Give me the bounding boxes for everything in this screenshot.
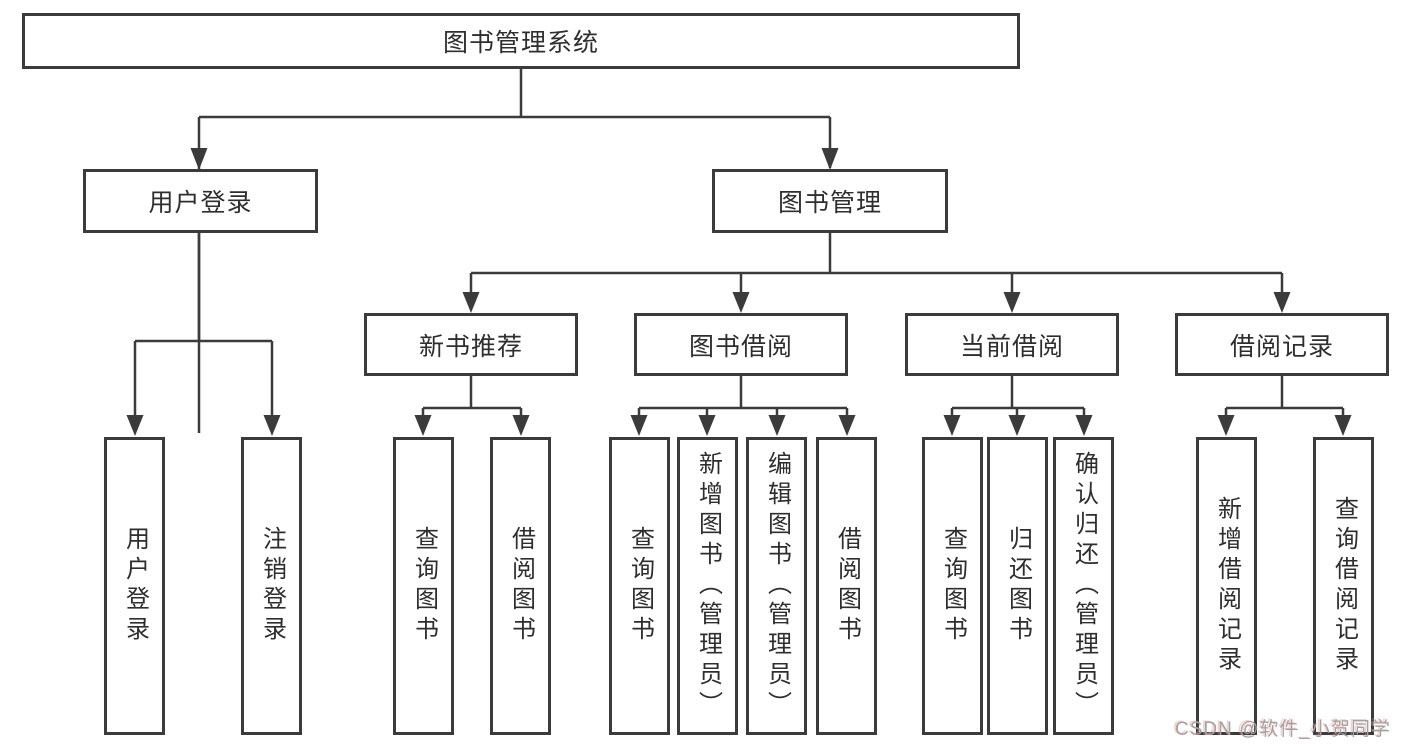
- connector-root-to-level2: [197, 69, 832, 433]
- node-current-borrowing: 当前借阅: [905, 313, 1119, 376]
- node-user-login-branch: 用户登录: [83, 169, 318, 233]
- node-root-label: 图书管理系统: [442, 29, 599, 57]
- node-leaf-query-books-2: 查询图书: [609, 437, 670, 735]
- node-leaf-add-borrow-record: 新增借阅记录: [1196, 437, 1257, 735]
- node-leaf-user-login: 用户登录: [104, 437, 165, 735]
- node-new-book-recommend: 新书推荐: [364, 313, 578, 376]
- node-borrowing-records-label: 借阅记录: [1229, 332, 1334, 361]
- node-leaf-borrow-books-1: 借阅图书: [490, 437, 551, 735]
- connector-records-to-leaves: [1224, 375, 1345, 432]
- node-leaf-borrow-books-2: 借阅图书: [816, 437, 877, 735]
- node-leaf-logout: 注销登录: [241, 437, 302, 735]
- node-book-management-label: 图书管理: [777, 189, 882, 217]
- node-leaf-add-book-admin: 新增图书（管理员）: [677, 437, 738, 735]
- connector-bookmgmt-to-level3: [469, 232, 1284, 309]
- csdn-watermark: CSDN @软件_小贺同学: [1175, 719, 1391, 740]
- node-leaf-query-books-3: 查询图书: [922, 437, 983, 735]
- node-borrowing-records: 借阅记录: [1175, 313, 1389, 376]
- arrowheads: [126, 148, 1352, 436]
- connector-newbooks-to-leaves: [421, 375, 523, 432]
- node-leaf-confirm-return-admin: 确认归还（管理员）: [1053, 437, 1114, 735]
- connector-bookborrow-to-leaves: [637, 375, 849, 432]
- node-book-borrowing: 图书借阅: [634, 313, 848, 376]
- node-new-book-recommend-label: 新书推荐: [418, 332, 523, 361]
- node-leaf-return-book: 归还图书: [987, 437, 1048, 735]
- node-leaf-query-borrow-record: 查询借阅记录: [1313, 437, 1374, 735]
- node-leaf-edit-book-admin: 编辑图书（管理员）: [746, 437, 807, 735]
- node-root-library-system: 图书管理系统: [22, 13, 1020, 69]
- node-book-management-branch: 图书管理: [712, 169, 948, 233]
- node-user-login-label: 用户登录: [148, 189, 253, 217]
- node-leaf-query-books-1: 查询图书: [393, 437, 454, 735]
- node-book-borrowing-label: 图书借阅: [688, 332, 793, 361]
- node-current-borrowing-label: 当前借阅: [959, 332, 1064, 361]
- connector-userlogin-to-leaves: [133, 232, 274, 432]
